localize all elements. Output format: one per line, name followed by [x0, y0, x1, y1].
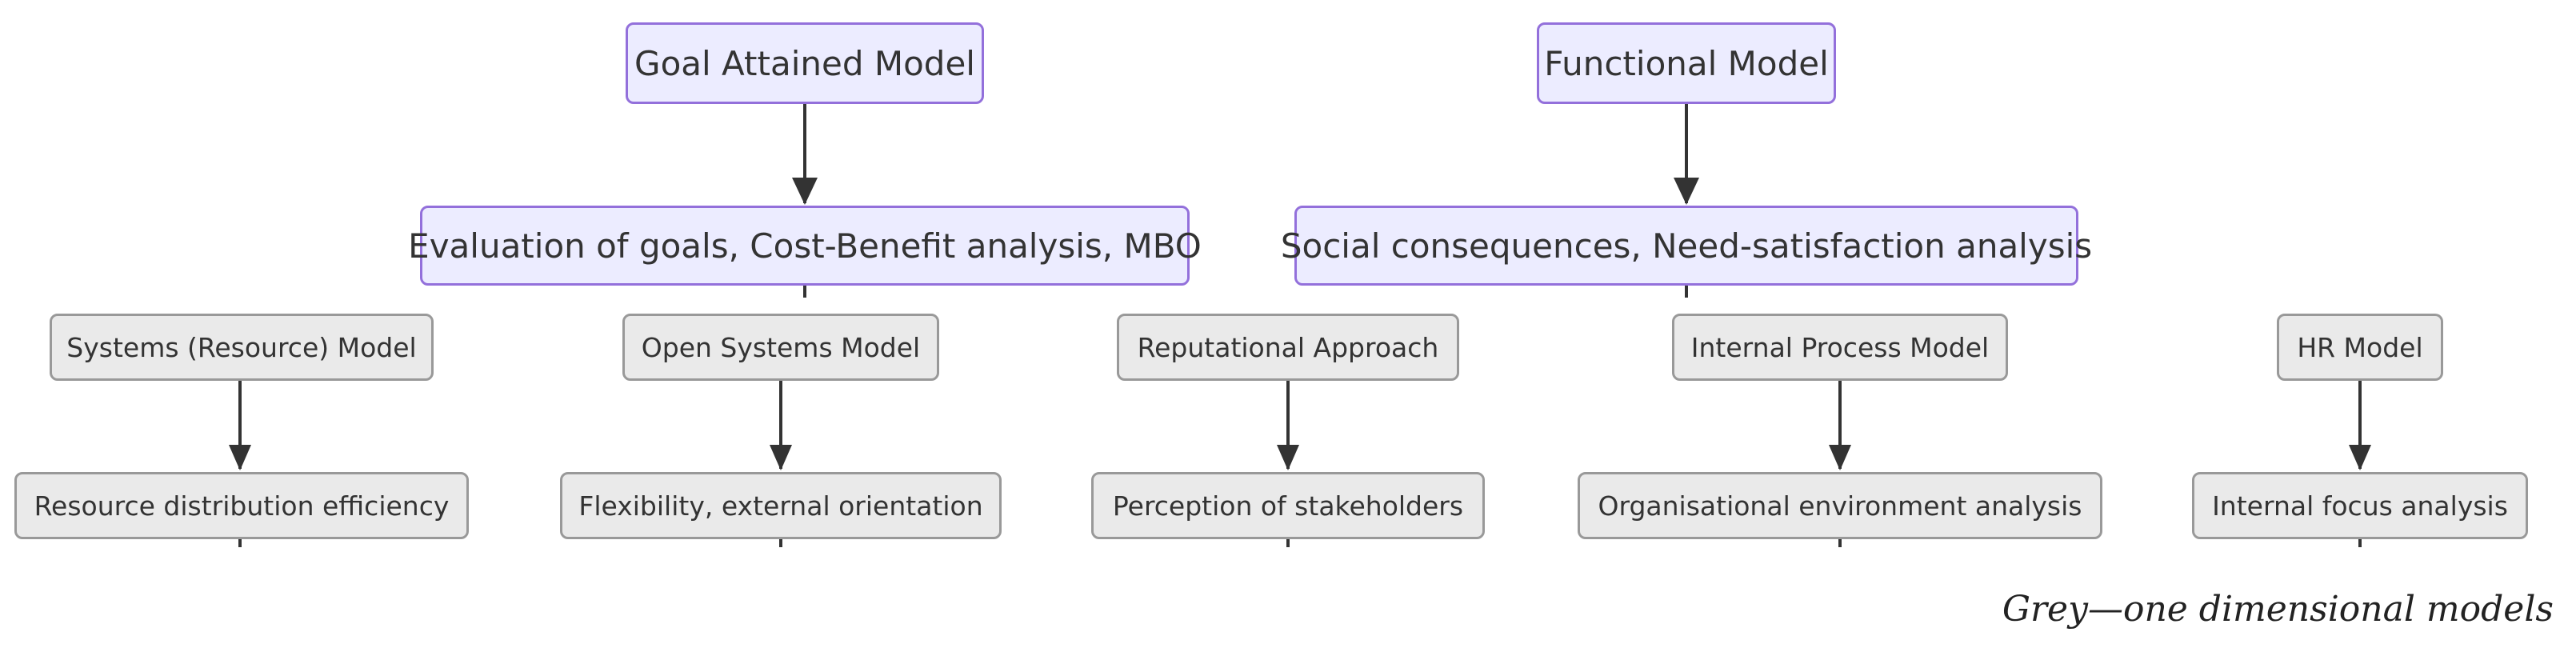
legend-caption: Grey—one dimensional models: [2002, 589, 2554, 630]
goal-attained-model-node: Goal Attained Model: [626, 22, 984, 104]
internal-process-model-node: Internal Process Model: [1672, 314, 2008, 381]
systems-resource-model-node: Systems (Resource) Model: [50, 314, 434, 381]
hr-model-node: HR Model: [2277, 314, 2443, 381]
arrowhead-open-systems-model: [770, 445, 792, 470]
open-systems-model-node: Open Systems Model: [622, 314, 939, 381]
open-systems-methods-node: Flexibility, external orientation: [560, 472, 1002, 539]
hr-methods-node: Internal focus analysis: [2192, 472, 2528, 539]
arrowhead-internal-process-model: [1829, 445, 1851, 470]
arrowhead-goal-model: [792, 178, 818, 205]
arrowhead-systems-model: [229, 445, 251, 470]
goal-methods-node: Evaluation of goals, Cost-Benefit analys…: [408, 206, 1202, 286]
systems-methods-node: Resource distribution efficiency: [14, 472, 469, 539]
functional-methods-node: Social consequences, Need-satisfaction a…: [1281, 206, 2092, 286]
arrowhead-reputational-approach: [1277, 445, 1299, 470]
arrowhead-functional-model: [1674, 178, 1699, 205]
arrowhead-hr-model: [2349, 445, 2371, 470]
internal-process-methods-node: Organisational environment analysis: [1578, 472, 2102, 539]
functional-model-node: Functional Model: [1537, 22, 1836, 104]
reputational-methods-node: Perception of stakeholders: [1091, 472, 1485, 539]
reputational-approach-node: Reputational Approach: [1117, 314, 1459, 381]
